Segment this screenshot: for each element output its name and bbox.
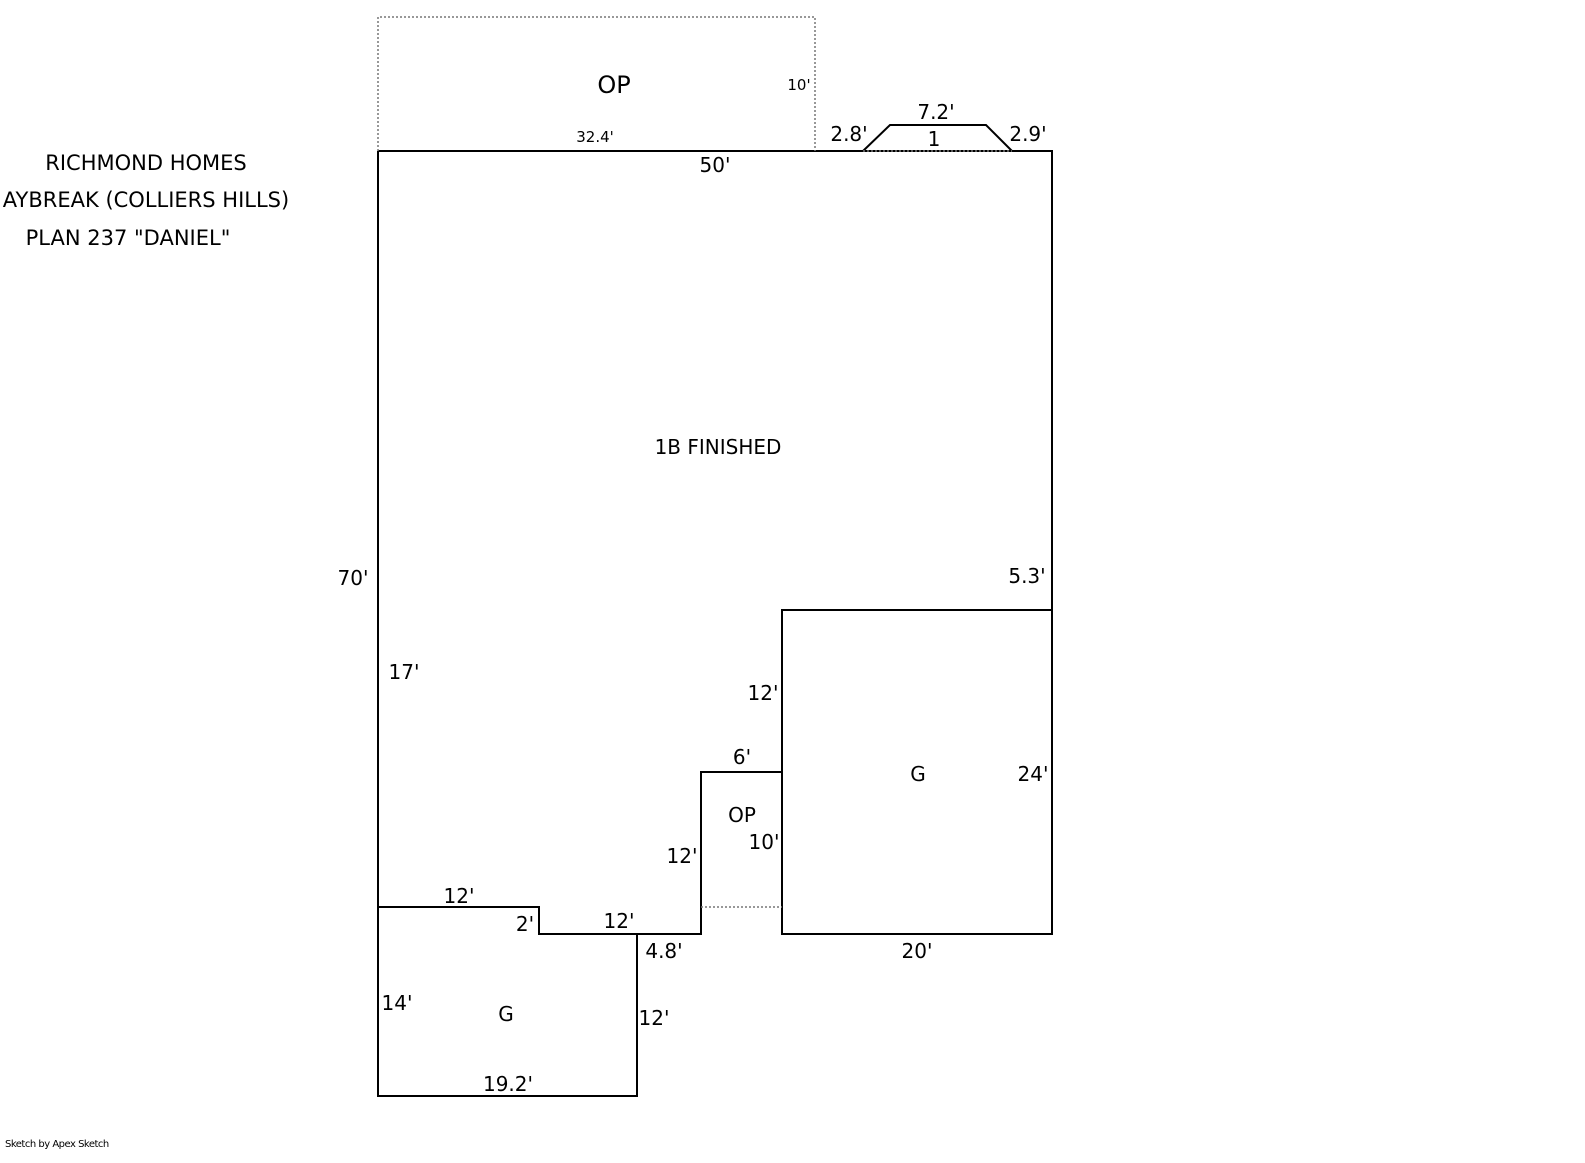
area-label-top-porch: OP (597, 71, 631, 99)
area-label-small-porch: OP (728, 803, 756, 827)
header-line-builder: RICHMOND HOMES (45, 151, 247, 175)
dim-garage-left-width: 19.2' (482, 1072, 534, 1096)
sketch-credit: Sketch by Apex Sketch (5, 1139, 109, 1150)
dim-top-porch-width: 32.4' (576, 128, 614, 146)
top-porch-outline (377, 16, 816, 151)
area-label-main: 1B FINISHED (654, 435, 782, 459)
dim-garage-right-height: 24' (1017, 762, 1049, 786)
bay-window-outline (862, 124, 1013, 152)
dim-main-left: 70' (337, 566, 369, 590)
dim-garage-right-width: 20' (901, 939, 933, 963)
dim-garage-left-jog: 4.8' (645, 939, 683, 963)
dim-garage-right-left-upper: 12' (747, 681, 779, 705)
main-outline (377, 150, 1053, 1097)
header-line-community: AYBREAK (COLLIERS HILLS) (2, 188, 290, 212)
dim-step-top: 12' (443, 884, 475, 908)
dim-bay-top: 7.2' (917, 100, 955, 124)
header-line-plan: PLAN 237 "DANIEL" (25, 226, 231, 250)
dim-bay-right: 2.9' (1009, 122, 1047, 146)
area-label-garage-left: G (498, 1002, 514, 1026)
dim-top-porch-depth: 10' (787, 76, 811, 94)
dim-small-porch-depth: 10' (748, 830, 780, 854)
dim-garage-left-right: 12' (638, 1006, 670, 1030)
dim-small-porch-top: 6' (732, 745, 752, 769)
dim-main-top: 50' (699, 153, 731, 177)
dim-small-porch-left: 12' (666, 844, 698, 868)
dim-garage-left-height: 14' (381, 991, 413, 1015)
area-label-bay: 1 (927, 127, 941, 151)
area-label-garage-right: G (910, 762, 926, 786)
dim-left-lower: 17' (388, 660, 420, 684)
dim-bay-left: 2.8' (830, 122, 868, 146)
dim-step-drop: 2' (515, 912, 535, 936)
dim-right-upper: 5.3' (1008, 564, 1046, 588)
dim-step-mid: 12' (603, 909, 635, 933)
